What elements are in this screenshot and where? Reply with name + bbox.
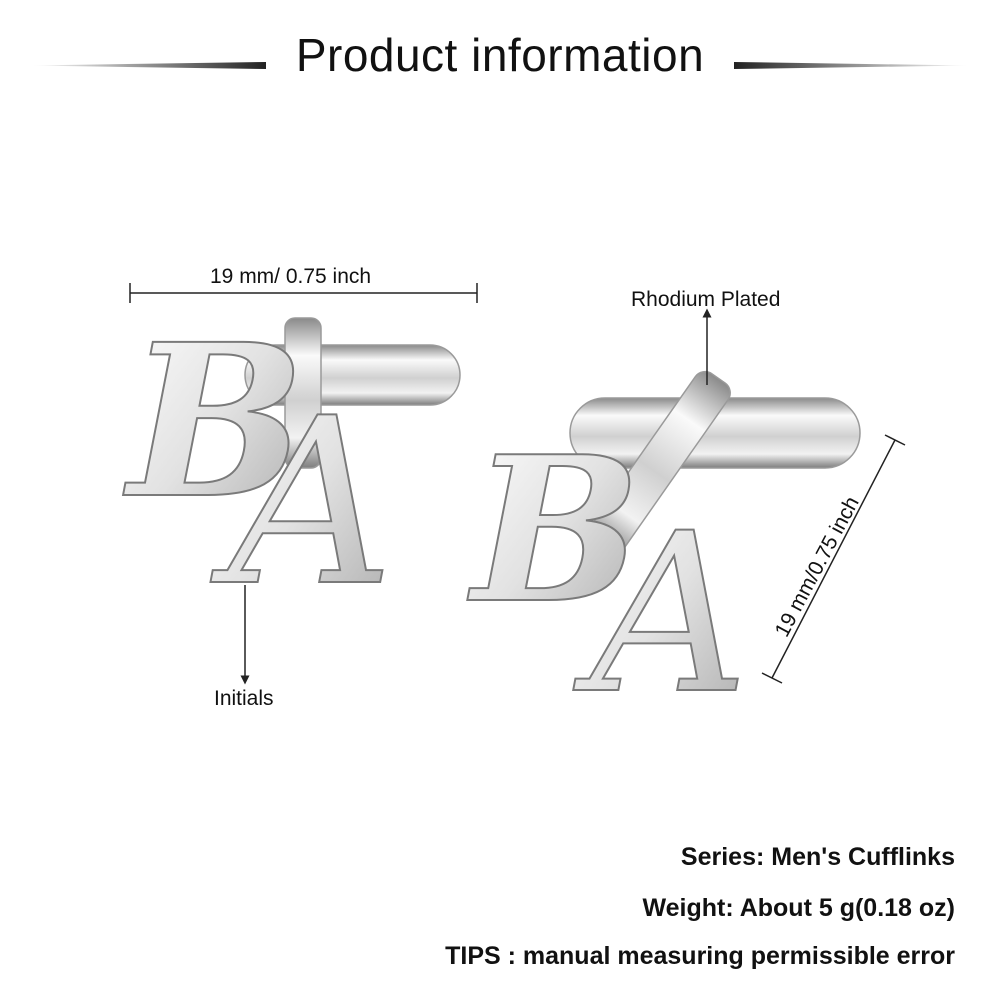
cufflink-left-post	[284, 317, 322, 469]
height-dimension	[761, 434, 906, 684]
cufflink-left-letter-a: A	[210, 370, 394, 637]
spec-tips: TIPS : manual measuring permissible erro…	[445, 942, 955, 970]
cufflink-left-letter-b: B	[123, 298, 306, 545]
title-rule-right	[734, 62, 970, 69]
cufflink-left: B A	[122, 297, 461, 638]
cufflink-right-post	[588, 370, 731, 554]
header: Product information	[0, 28, 1000, 98]
spec-series: Series: Men's Cufflinks	[680, 843, 955, 871]
width-dimension	[129, 283, 478, 303]
cufflink-right-letter-b: B	[467, 413, 641, 648]
spec-weight: Weight: About 5 g(0.18 oz)	[642, 894, 956, 922]
cufflink-right-letter-a: A	[573, 486, 749, 742]
cufflink-right: B A	[466, 370, 861, 743]
initials-label: Initials	[214, 687, 274, 710]
width-label: 19 mm/ 0.75 inch	[210, 265, 372, 288]
plating-label: Rhodium Plated	[631, 288, 781, 311]
title-rule-left	[30, 62, 266, 69]
page-title: Product information	[295, 29, 705, 81]
